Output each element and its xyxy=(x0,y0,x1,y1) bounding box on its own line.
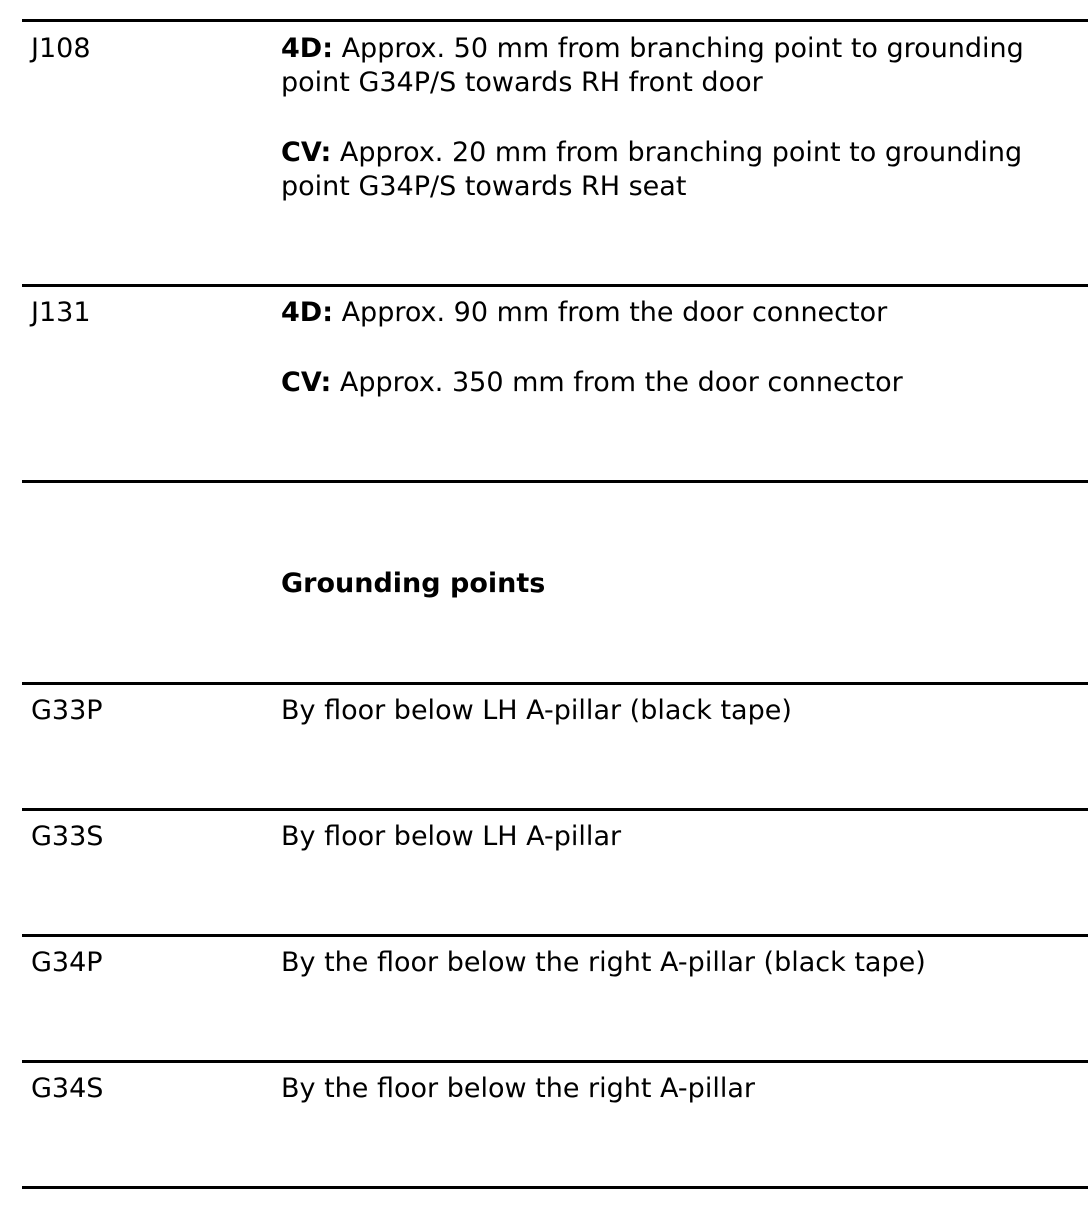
grounding-code: G33P xyxy=(31,695,103,726)
grounding-description: By the floor below the right A-pillar (b… xyxy=(281,947,926,978)
table-divider xyxy=(22,808,1088,811)
location-entry: 4D: Approx. 90 mm from the door connecto… xyxy=(281,296,1068,330)
connector-location: 4D: Approx. 50 mm from branching point t… xyxy=(281,32,1068,204)
table-divider xyxy=(22,682,1088,685)
table-divider xyxy=(22,480,1088,483)
location-text: Approx. 90 mm from the door connector xyxy=(333,297,888,328)
grounding-description: By the floor below the right A-pillar xyxy=(281,1073,755,1104)
grounding-description: By floor below LH A-pillar xyxy=(281,821,622,852)
variant-label: CV: xyxy=(281,367,332,398)
grounding-code: G34S xyxy=(31,1073,104,1104)
table-divider xyxy=(22,284,1088,287)
location-entry: CV: Approx. 20 mm from branching point t… xyxy=(281,136,1068,204)
connector-code: J131 xyxy=(31,297,91,328)
table-divider xyxy=(22,1060,1088,1063)
variant-label: 4D: xyxy=(281,33,333,64)
table-divider xyxy=(22,19,1088,22)
table-divider xyxy=(22,934,1088,937)
location-text: Approx. 20 mm from branching point to gr… xyxy=(281,137,1023,202)
location-entry: 4D: Approx. 50 mm from branching point t… xyxy=(281,32,1068,100)
connector-location: 4D: Approx. 90 mm from the door connecto… xyxy=(281,296,1068,400)
variant-label: CV: xyxy=(281,137,332,168)
location-text: Approx. 50 mm from branching point to gr… xyxy=(281,33,1024,98)
grounding-code: G33S xyxy=(31,821,104,852)
connector-code: J108 xyxy=(31,33,91,64)
location-text: Approx. 350 mm from the door connector xyxy=(331,367,903,398)
variant-label: 4D: xyxy=(281,297,333,328)
section-heading: Grounding points xyxy=(281,568,546,599)
grounding-code: G34P xyxy=(31,947,103,978)
grounding-description: By floor below LH A-pillar (black tape) xyxy=(281,695,792,726)
table-divider xyxy=(22,1186,1088,1189)
location-entry: CV: Approx. 350 mm from the door connect… xyxy=(281,366,1068,400)
